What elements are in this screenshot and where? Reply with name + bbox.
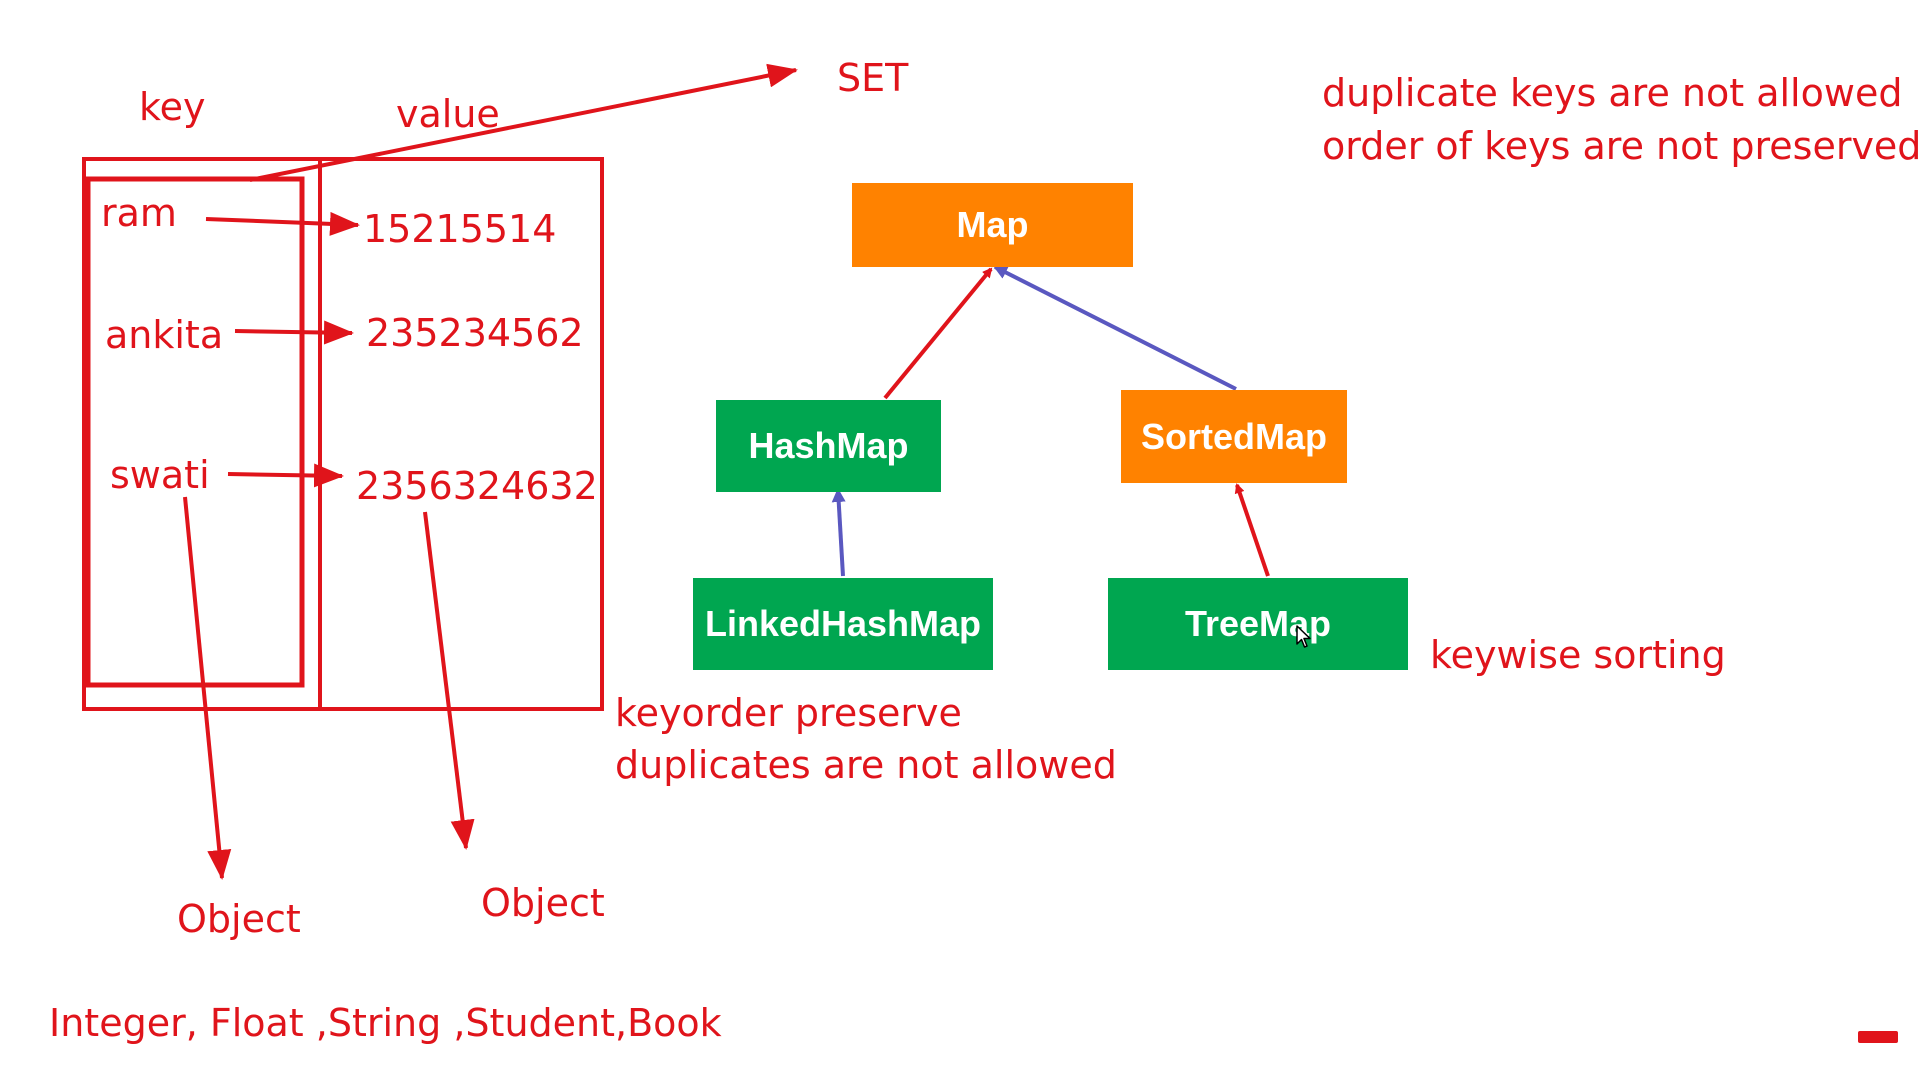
map-node: Map [852,183,1133,267]
key-ram: ram [101,191,177,235]
value-15215514: 15215514 [363,207,557,251]
value-column-label: value [396,92,500,136]
treemap-node: TreeMap [1108,578,1408,670]
sortedmap-node: SortedMap [1121,390,1347,483]
key-object-arrow [183,496,232,880]
object-examples-label: Integer, Float ,String ,Student,Book [49,1001,722,1045]
key-column-label: key [139,85,206,129]
swati-arrow [227,463,344,488]
hashmap-node: HashMap [716,400,941,492]
value-object-label: Object [481,881,605,925]
map-note-duplicates: duplicate keys are not allowed [1322,71,1903,115]
linkedhashmap-note-order: keyorder preserve [615,691,962,735]
value-2356324632: 2356324632 [356,464,598,508]
set-label: SET [837,56,909,100]
hashmap-node-label: HashMap [748,425,909,466]
mouse-pointer-icon [1296,625,1311,648]
value-object-arrow [423,511,475,850]
linkedhashmap-node: LinkedHashMap [693,578,993,670]
treemap-note-sorting: keywise sorting [1430,633,1726,677]
sortedmap-node-label: SortedMap [1140,415,1327,457]
value-235234562: 235234562 [366,311,584,355]
set-arrow [249,63,798,182]
ram-arrow [205,211,360,236]
map-node-label: Map [956,204,1029,245]
linkedhashmap-node-label: LinkedHashMap [704,603,982,644]
linkedhashmap-note-duplicates: duplicates are not allowed [615,743,1117,787]
linkedhashmap-to-hashmap-arrow [831,488,846,577]
key-swati: swati [110,453,210,497]
treemap-to-sortedmap-arrow [1234,483,1270,577]
subscribe-badge-icon[interactable] [1858,1031,1898,1043]
hashmap-to-map-arrow [883,267,993,400]
key-set-box [85,176,305,688]
sortedmap-to-map-arrow [993,265,1237,391]
key-ankita: ankita [105,313,224,357]
map-note-order: order of keys are not preserved [1322,124,1920,168]
ankita-arrow [234,320,354,345]
outer-map-box [82,157,604,711]
key-object-label: Object [177,897,301,941]
